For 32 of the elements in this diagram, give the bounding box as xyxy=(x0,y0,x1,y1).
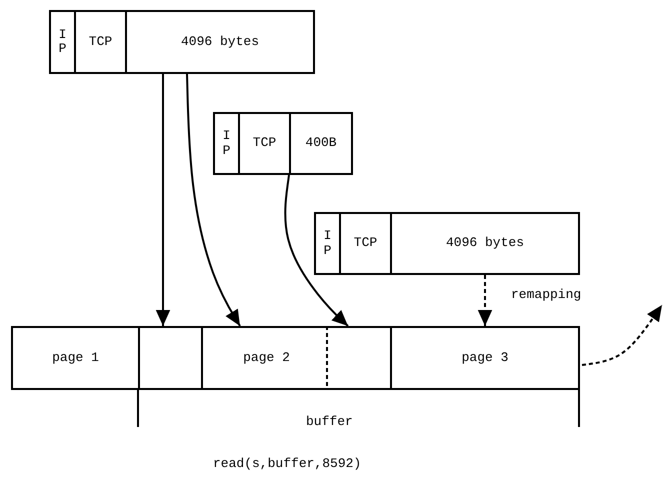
cell xyxy=(125,10,315,74)
cell-text: TCP xyxy=(354,236,378,251)
arrow xyxy=(478,275,492,326)
cell-text: 4096 bytes xyxy=(446,236,524,251)
arrow xyxy=(582,304,663,366)
cell xyxy=(390,212,580,275)
cell-text: IP xyxy=(58,28,66,56)
cell xyxy=(289,112,353,175)
cell xyxy=(390,326,580,390)
cell xyxy=(339,212,392,275)
empty-cell xyxy=(138,326,203,390)
cell-text: page 2 xyxy=(243,350,290,366)
cell-text: 4096 bytes xyxy=(180,34,259,50)
cell xyxy=(74,10,127,74)
cell xyxy=(201,326,392,390)
cell xyxy=(314,212,341,275)
cell-text: 400B xyxy=(305,136,337,151)
function-call-text: read(s,buffer,8592) xyxy=(213,456,362,471)
cell xyxy=(213,112,240,175)
cell xyxy=(238,112,291,175)
cell-text: IP xyxy=(222,129,230,158)
cell-text: TCP xyxy=(88,34,112,50)
arrow xyxy=(186,74,241,327)
arrow xyxy=(284,174,349,327)
cell-text: TCP xyxy=(252,136,276,151)
cell-text: page 1 xyxy=(52,350,99,366)
cell xyxy=(11,326,140,390)
bracket-label: buffer xyxy=(306,414,353,429)
cell-text: page 3 xyxy=(462,350,508,366)
cell-text: IP xyxy=(324,229,332,258)
cell xyxy=(49,10,76,74)
arrow xyxy=(156,74,170,326)
